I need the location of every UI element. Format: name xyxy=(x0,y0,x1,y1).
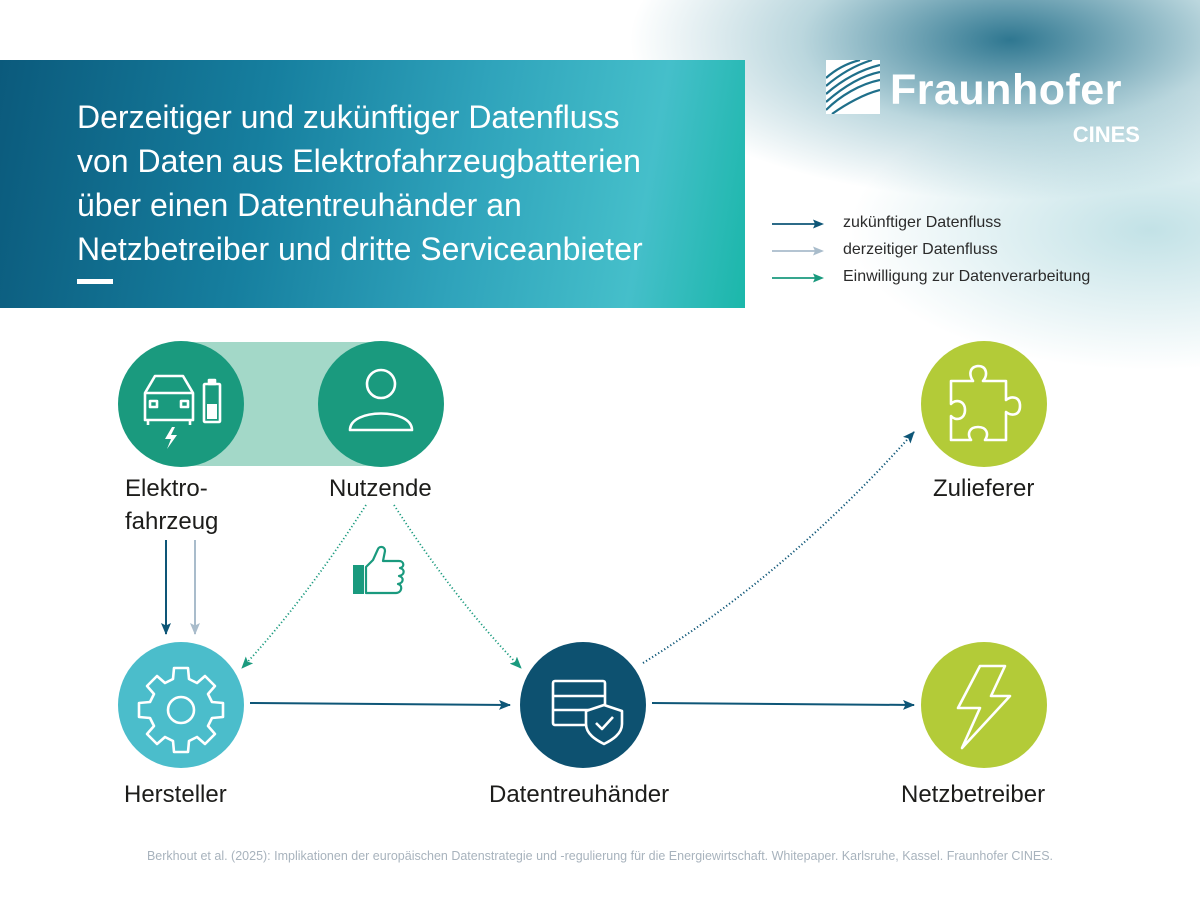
arrow-consent-users-trustee xyxy=(393,504,522,669)
ev-battery-icon xyxy=(143,374,222,449)
node-manufacturer xyxy=(118,642,244,768)
title-banner xyxy=(0,60,745,308)
logo-wordmark: Fraunhofer xyxy=(890,66,1122,114)
node-circle xyxy=(921,341,1047,467)
node-grid-operator xyxy=(921,642,1047,768)
source-footnote: Berkhout et al. (2025): Implikationen de… xyxy=(146,849,1054,863)
title-line: von Daten aus Elektrofahrzeugbatterien xyxy=(77,143,641,179)
puzzle-icon xyxy=(949,364,1022,442)
node-circle xyxy=(520,642,646,768)
fraunhofer-logo: Fraunhofer CINES xyxy=(826,60,1146,150)
gear-icon xyxy=(137,666,225,754)
arrow-future-trustee-supplier xyxy=(642,431,915,664)
arrow-future-manufacturer-trustee xyxy=(249,699,511,710)
label-manufacturer: Hersteller xyxy=(124,781,227,808)
legend-label: zukünftiger Datenfluss xyxy=(843,214,1002,231)
node-vehicle xyxy=(118,341,244,467)
legend-label: Einwilligung zur Datenverarbeitung xyxy=(843,268,1091,285)
title-underline xyxy=(77,279,113,284)
node-users xyxy=(318,341,444,467)
label-trustee: Datentreuhänder xyxy=(489,781,670,808)
title-line: Netzbetreiber und dritte Serviceanbieter xyxy=(77,231,643,267)
node-trustee xyxy=(520,642,646,768)
arrow-icon xyxy=(772,246,824,256)
logo-subtitle: CINES xyxy=(1072,122,1140,147)
title-line: über einen Datentreuhänder an xyxy=(77,187,522,223)
arrow-icon xyxy=(772,219,824,229)
label-users: Nutzende xyxy=(329,475,432,502)
lightning-icon xyxy=(956,664,1012,750)
arrow-icon xyxy=(772,273,824,283)
node-circle xyxy=(318,341,444,467)
label-vehicle-line2: fahrzeug xyxy=(125,508,219,535)
label-grid-operator: Netzbetreiber xyxy=(901,781,1046,808)
user-icon xyxy=(348,368,414,432)
legend-label: derzeitiger Datenfluss xyxy=(843,241,998,258)
node-supplier xyxy=(921,341,1047,467)
fraunhofer-logo-mark-icon xyxy=(826,60,880,114)
title-line: Derzeitiger und zukünftiger Datenfluss xyxy=(77,99,620,135)
arrow-future-trustee-grid xyxy=(651,699,915,710)
label-supplier: Zulieferer xyxy=(933,475,1035,502)
node-circle xyxy=(118,642,244,768)
thumbs-up-icon xyxy=(353,545,405,595)
node-circle xyxy=(921,642,1047,768)
label-vehicle: Elektro- fahrzeug xyxy=(125,472,218,538)
arrow-consent-users-manufacturer xyxy=(241,504,367,669)
page-title: Derzeitiger und zukünftiger Datenfluss v… xyxy=(77,95,727,271)
data-shield-icon xyxy=(551,679,624,746)
label-vehicle-line1: Elektro- xyxy=(125,475,208,502)
